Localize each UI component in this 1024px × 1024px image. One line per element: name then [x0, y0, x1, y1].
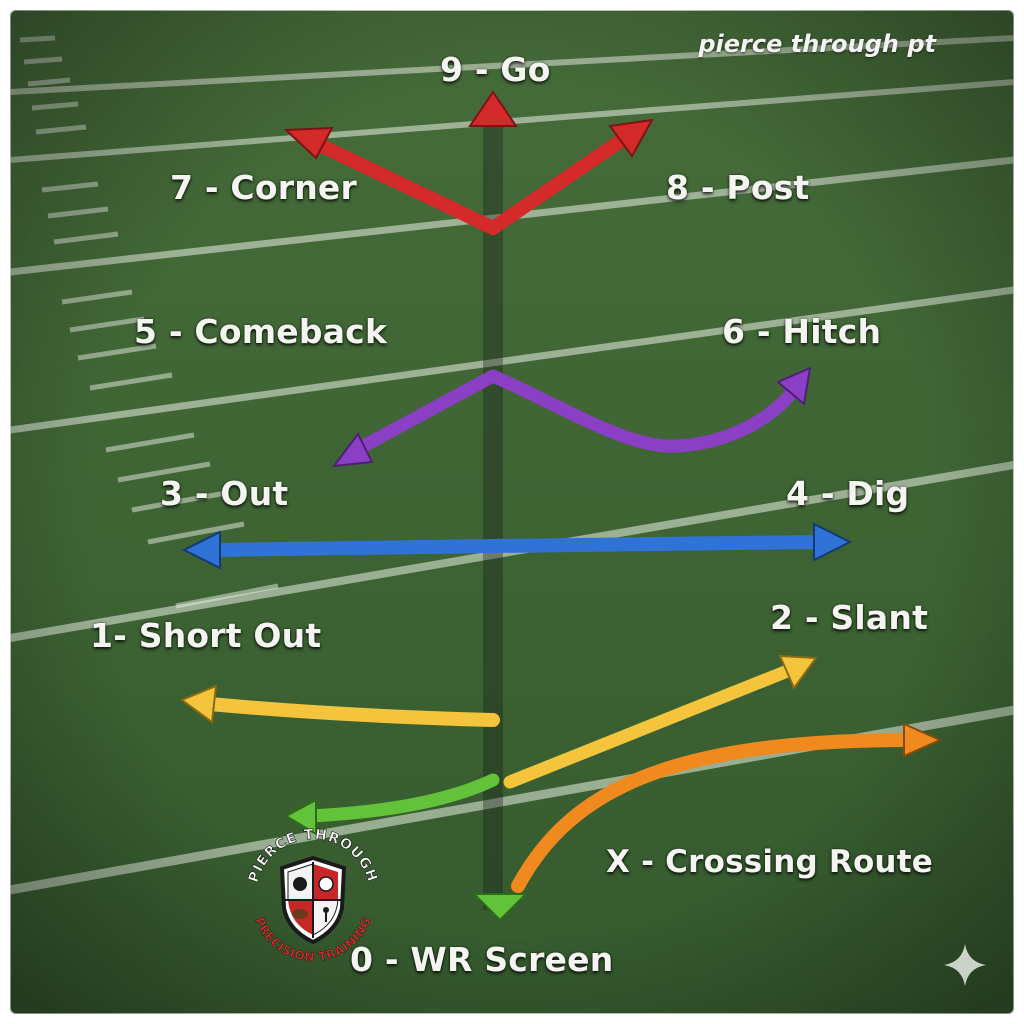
watermark-text: pierce through pt — [698, 30, 936, 58]
out-route-arrow — [181, 530, 500, 570]
post-route-arrow — [486, 118, 654, 235]
label-slant: 2 - Slant — [770, 598, 929, 637]
crossing-route-arrow — [511, 722, 943, 893]
label-wr-screen: 0 - WR Screen — [350, 940, 614, 979]
vignette — [10, 10, 1014, 1014]
corner-route-arrow — [283, 126, 500, 235]
label-go: 9 - Go — [440, 50, 551, 89]
label-hitch: 6 - Hitch — [722, 312, 882, 351]
sparkle-icon — [944, 944, 986, 986]
label-dig: 4 - Dig — [786, 474, 910, 513]
label-crossing: X - Crossing Route — [606, 844, 933, 880]
pierce-through-logo: PIERCE THROUGH PRECISION TRAINING — [245, 826, 379, 964]
comeback-route-arrow — [331, 369, 500, 468]
label-out: 3 - Out — [160, 474, 289, 513]
wr-screen-route-arrow — [283, 773, 529, 922]
slant-route-arrow — [503, 654, 818, 789]
label-comeback: 5 - Comeback — [134, 312, 388, 351]
label-post: 8 - Post — [666, 168, 810, 207]
field-background: 9 - Go 7 - Corner 8 - Post 5 - Comeback … — [10, 10, 1014, 1014]
label-corner: 7 - Corner — [170, 168, 357, 207]
dig-route-arrow — [486, 522, 853, 562]
go-route-arrow — [468, 90, 518, 127]
route-tree-diagram — [10, 10, 1014, 1014]
short-out-route-arrow — [179, 684, 500, 727]
label-short-out: 1- Short Out — [90, 616, 322, 655]
hitch-route-arrow — [486, 366, 812, 453]
